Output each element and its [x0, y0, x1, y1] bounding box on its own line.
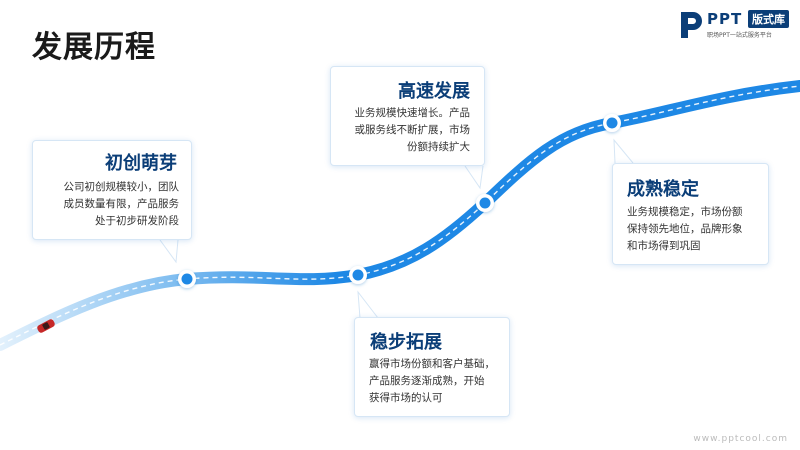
card-2-pointer — [357, 290, 379, 319]
stage-title: 稳步拓展 — [370, 332, 442, 353]
stage-title: 成熟稳定 — [627, 179, 699, 200]
brand-logo: PPT 版式库 职场PPT一站式服务平台 — [678, 8, 796, 42]
stage-description: 赢得市场份额和客户基础， 产品服务逐渐成熟，开始 获得市场的认可 — [369, 358, 495, 404]
stage-description: 公司初创规模较小，团队 成员数量有限，产品服务 处于初步研发阶段 — [63, 181, 180, 227]
stage-card-3: 高速发展 业务规模快速增长。产品 或服务线不断扩展，市场 份额持续扩大 — [330, 66, 485, 166]
logo-p-icon — [681, 12, 702, 38]
logo-badge: 版式库 — [748, 10, 789, 28]
stage-description: 业务规模快速增长。产品 或服务线不断扩展，市场 份额持续扩大 — [354, 107, 471, 153]
stage-card-2: 稳步拓展 赢得市场份额和客户基础， 产品服务逐渐成熟，开始 获得市场的认可 — [354, 317, 510, 417]
card-4-pointer — [613, 138, 634, 164]
stage-description: 业务规模稳定，市场份额 保持领先地位，品牌形象 和市场得到巩固 — [627, 206, 743, 252]
car-icon — [37, 319, 55, 333]
stage-title: 高速发展 — [398, 81, 470, 102]
stage-title: 初创萌芽 — [105, 153, 177, 174]
card-3-pointer — [464, 165, 484, 190]
logo-slogan: 职场PPT一站式服务平台 — [707, 32, 772, 39]
card-1-pointer — [159, 239, 179, 264]
road-dash-line — [0, 85, 800, 346]
stage-card-4: 成熟稳定 业务规模稳定，市场份额 保持领先地位，品牌形象 和市场得到巩固 — [612, 163, 769, 265]
logo-text: PPT — [707, 10, 743, 28]
page-title: 发展历程 — [32, 30, 156, 65]
watermark: www.pptcool.com — [693, 434, 788, 444]
stage-card-1: 初创萌芽 公司初创规模较小，团队 成员数量有限，产品服务 处于初步研发阶段 — [32, 140, 192, 240]
